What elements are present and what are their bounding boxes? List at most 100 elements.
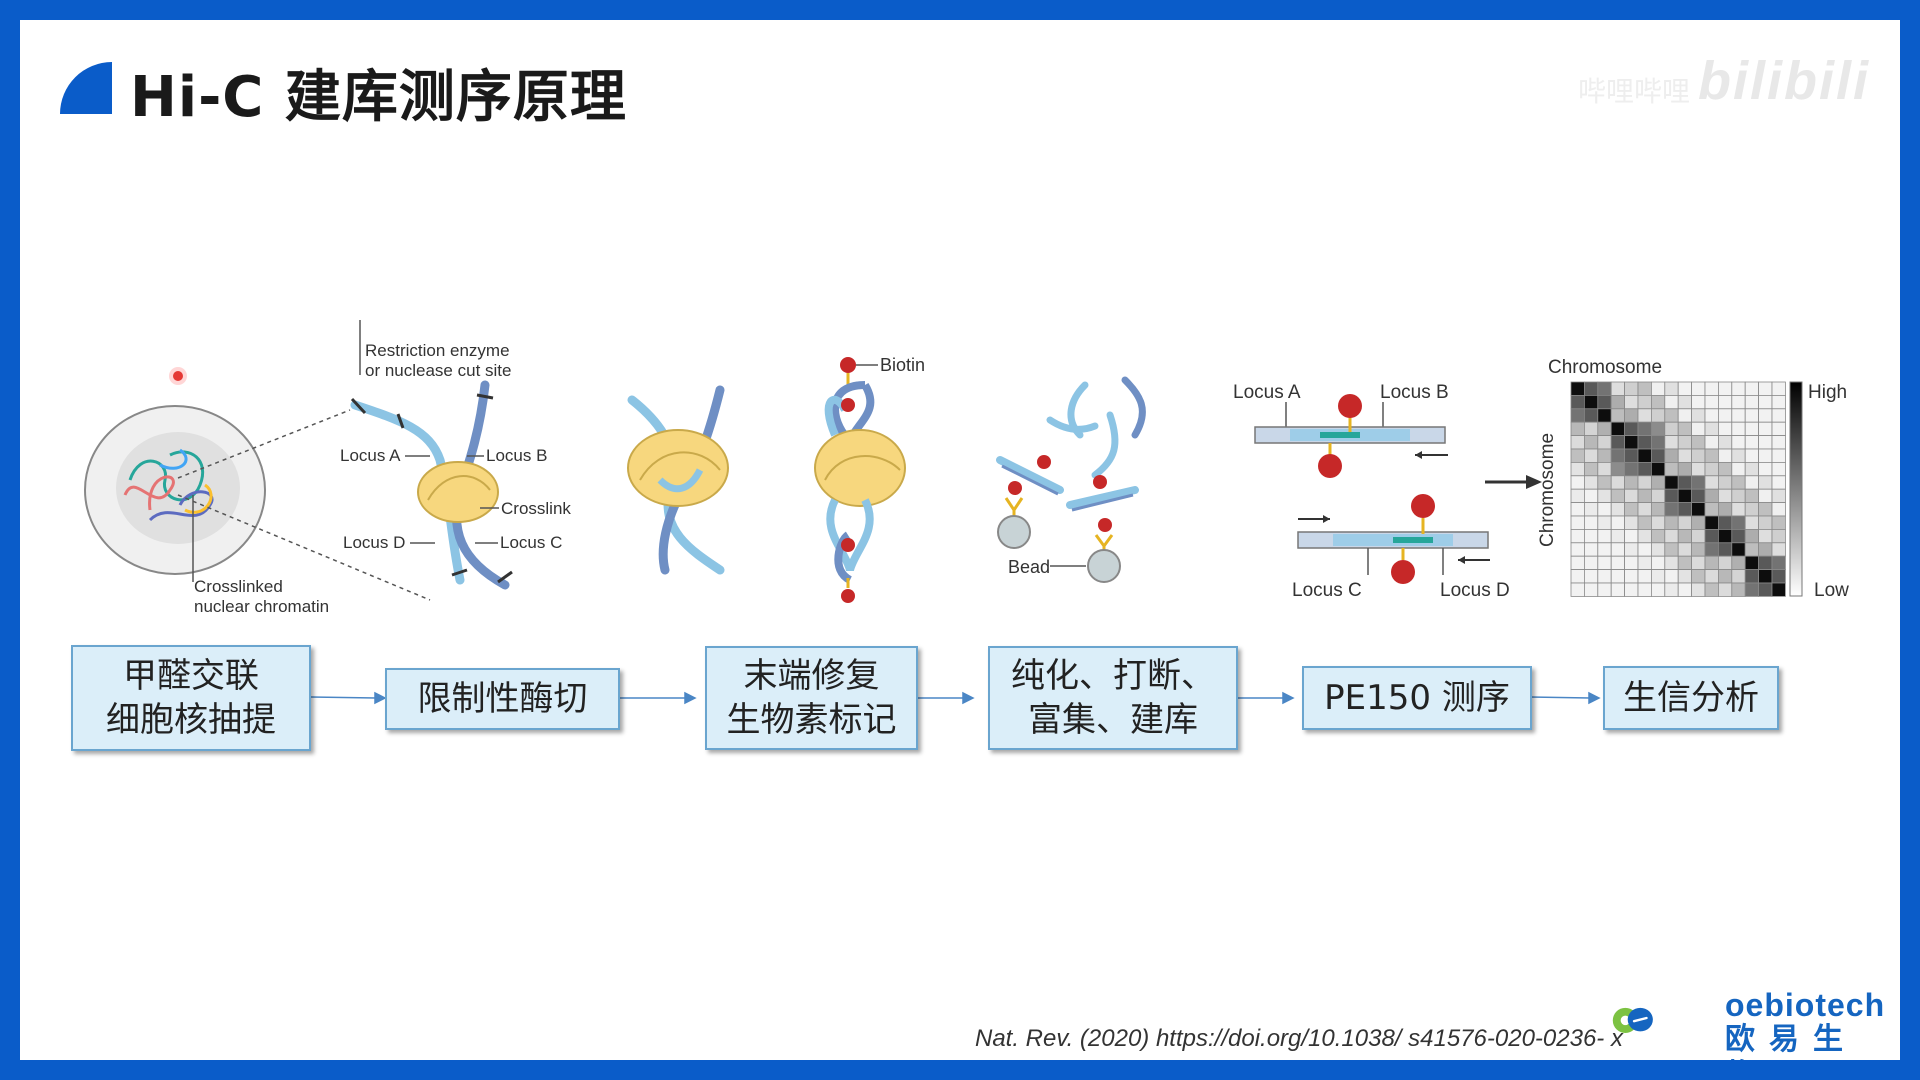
matrix-cell [1732, 543, 1745, 556]
matrix-cell [1651, 449, 1664, 462]
matrix-cell [1705, 556, 1718, 569]
matrix-cell [1638, 529, 1651, 542]
matrix-cell [1625, 422, 1638, 435]
matrix-cell [1678, 529, 1691, 542]
logo-text: oebiotech 欧易生物 [1725, 988, 1900, 1060]
matrix-cell [1678, 462, 1691, 475]
matrix-cell [1692, 503, 1705, 516]
matrix-cell [1625, 543, 1638, 556]
matrix-cell [1638, 449, 1651, 462]
citation: Nat. Rev. (2020) https://doi.org/10.1038… [975, 1025, 1623, 1053]
matrix-cell [1718, 489, 1731, 502]
matrix-cell [1571, 503, 1584, 516]
matrix-cell [1772, 503, 1785, 516]
matrix-cell [1611, 436, 1624, 449]
matrix-cell [1732, 570, 1745, 583]
matrix-cell [1678, 395, 1691, 408]
step-end-repair: 末端修复 生物素标记 [705, 646, 918, 750]
matrix-cell [1598, 570, 1611, 583]
matrix-cell [1718, 395, 1731, 408]
matrix-cell [1651, 436, 1664, 449]
matrix-cell [1705, 409, 1718, 422]
matrix-cell [1772, 529, 1785, 542]
matrix-cell [1705, 476, 1718, 489]
matrix-cell [1745, 529, 1758, 542]
slide: Hi-C 建库测序原理 哔哩哔哩 bilibili Crosslinked nu… [20, 20, 1900, 1060]
matrix-cell [1665, 516, 1678, 529]
matrix-cell [1759, 516, 1772, 529]
matrix-cell [1678, 556, 1691, 569]
matrix-cell [1705, 516, 1718, 529]
matrix-cell [1692, 395, 1705, 408]
matrix-cell [1678, 543, 1691, 556]
step-library-label: 纯化、打断、 富集、建库 [1011, 654, 1215, 742]
matrix-cell [1598, 449, 1611, 462]
logo-chinese: 欧易生物 [1725, 1022, 1900, 1060]
bead-panel: Bead [998, 380, 1142, 582]
matrix-cell [1705, 462, 1718, 475]
locus-b-label: Locus B [486, 446, 547, 465]
matrix-cell [1665, 543, 1678, 556]
matrix-cell [1705, 422, 1718, 435]
matrix-cell [1692, 382, 1705, 395]
matrix-cell [1732, 395, 1745, 408]
matrix-cell [1718, 583, 1731, 596]
matrix-cell [1665, 583, 1678, 596]
matrix-cell [1625, 436, 1638, 449]
matrix-cell [1638, 382, 1651, 395]
matrix-cell [1732, 489, 1745, 502]
matrix-cell [1772, 449, 1785, 462]
matrix-cell [1732, 462, 1745, 475]
matrix-cell [1772, 583, 1785, 596]
matrix-cell [1598, 489, 1611, 502]
matrix-cell [1584, 556, 1597, 569]
bead-label: Bead [1008, 557, 1050, 577]
matrix-cell [1651, 556, 1664, 569]
matrix-cell [1611, 395, 1624, 408]
chromosome-side-label: Chromosome [1537, 433, 1558, 547]
locus-c-label: Locus C [500, 533, 562, 552]
matrix-cell [1732, 516, 1745, 529]
matrix-cell [1678, 503, 1691, 516]
matrix-cell [1584, 422, 1597, 435]
matrix-cell [1745, 543, 1758, 556]
matrix-cell [1772, 422, 1785, 435]
locus-d-label: Locus D [343, 533, 405, 552]
matrix-cell [1718, 570, 1731, 583]
digested-panel [628, 390, 728, 570]
matrix-cell [1665, 436, 1678, 449]
matrix-cell [1651, 462, 1664, 475]
matrix-cell [1638, 516, 1651, 529]
matrix-cell [1759, 543, 1772, 556]
matrix-cell [1665, 449, 1678, 462]
matrix-cell [1625, 556, 1638, 569]
matrix-cell [1692, 529, 1705, 542]
matrix-cell [1598, 436, 1611, 449]
matrix-cell [1625, 409, 1638, 422]
matrix-cell [1745, 570, 1758, 583]
biotin-panel: Biotin [815, 355, 925, 603]
matrix-cell [1598, 503, 1611, 516]
matrix-cell [1638, 489, 1651, 502]
matrix-cell [1705, 503, 1718, 516]
matrix-cell [1745, 462, 1758, 475]
matrix-cell [1584, 516, 1597, 529]
matrix-cell [1665, 382, 1678, 395]
matrix-cell [1584, 462, 1597, 475]
matrix-cell [1665, 489, 1678, 502]
crosslinked-label: Crosslinked [194, 577, 283, 596]
matrix-cell [1759, 449, 1772, 462]
matrix-cell [1732, 422, 1745, 435]
matrix-cell [1571, 570, 1584, 583]
matrix-cell [1772, 409, 1785, 422]
matrix-cell [1584, 489, 1597, 502]
matrix-cell [1692, 449, 1705, 462]
matrix-cell [1665, 476, 1678, 489]
matrix-cell [1718, 476, 1731, 489]
matrix-cell [1732, 583, 1745, 596]
matrix-cell [1772, 543, 1785, 556]
matrix-cell [1571, 395, 1584, 408]
matrix-cell [1745, 436, 1758, 449]
matrix-cell [1584, 382, 1597, 395]
matrix-cell [1772, 395, 1785, 408]
